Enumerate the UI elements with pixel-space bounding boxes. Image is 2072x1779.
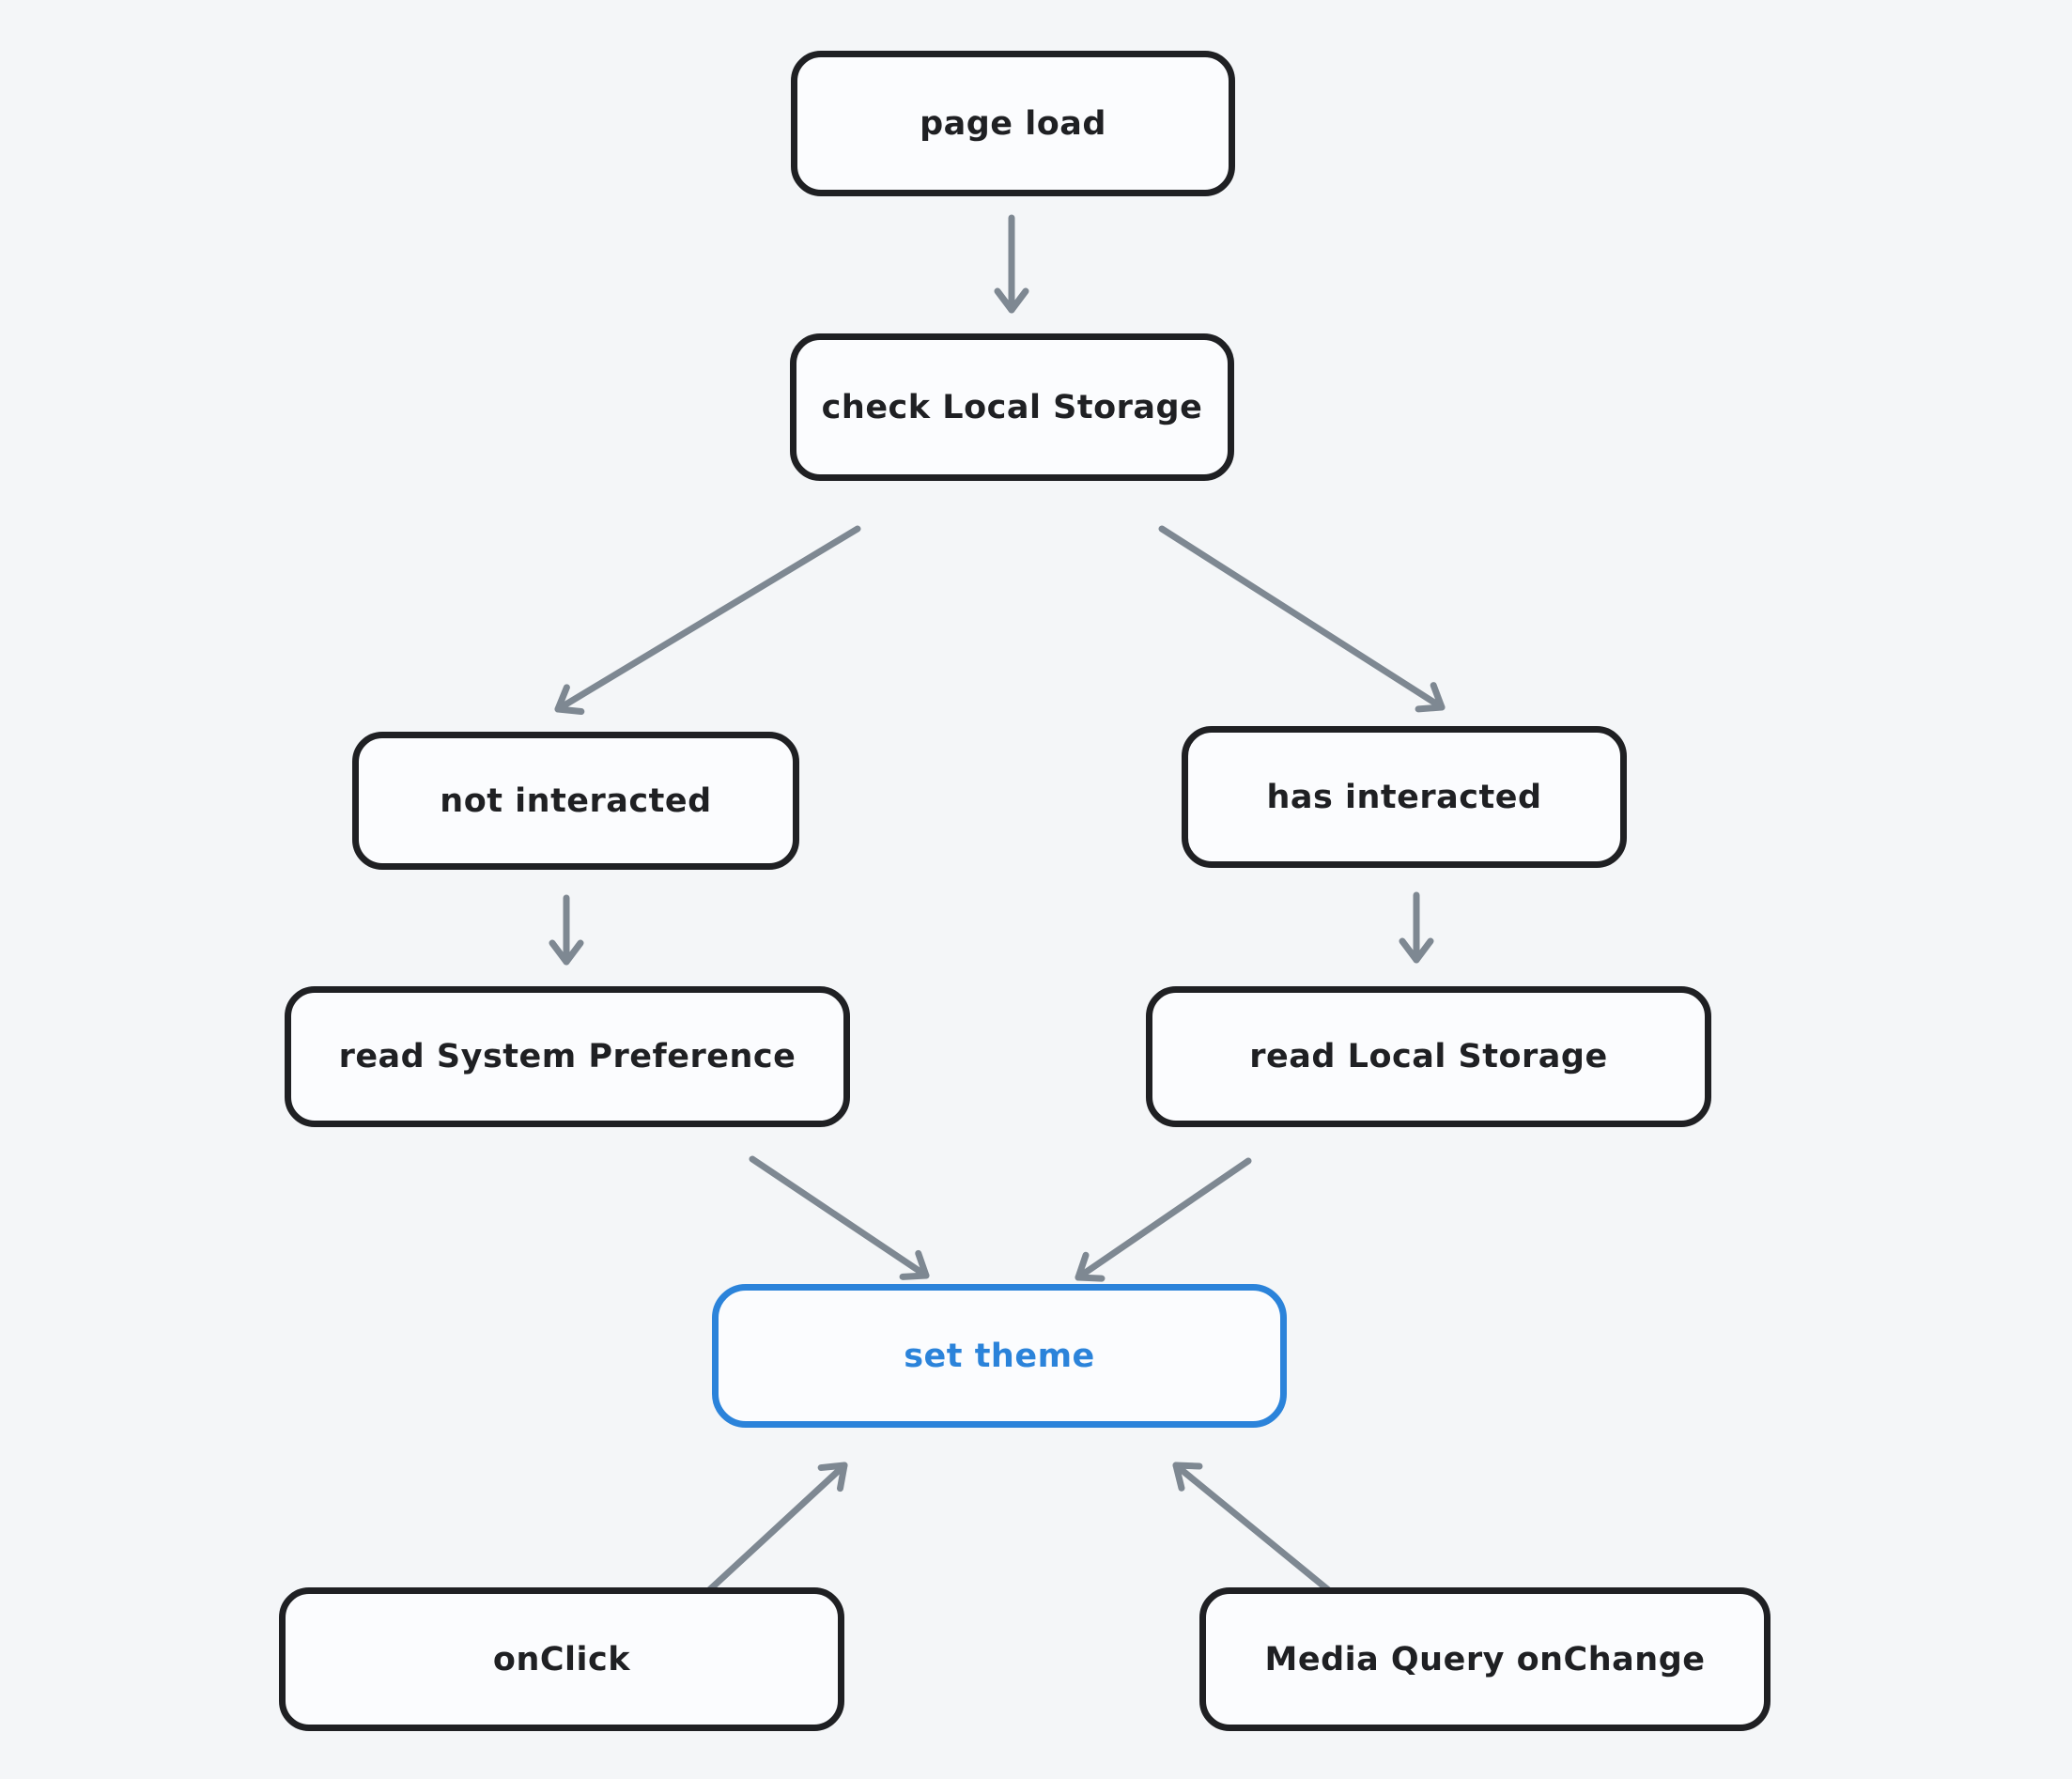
node-onclick-label: onClick [492, 1640, 631, 1678]
node-read-system-preference-label: read System Preference [338, 1038, 796, 1075]
node-check-local-storage: check Local Storage [790, 333, 1234, 481]
node-page-load-label: page load [920, 104, 1106, 143]
node-onclick: onClick [279, 1587, 844, 1731]
node-set-theme-label: set theme [904, 1337, 1095, 1375]
edge-media-query-onchange-to-set-theme [1172, 1462, 1335, 1596]
node-set-theme: set theme [712, 1284, 1287, 1428]
edge-read-system-preference-to-set-theme [749, 1155, 930, 1280]
edge-check-local-storage-to-not-interacted [554, 525, 861, 716]
node-not-interacted: not interacted [352, 732, 799, 870]
node-media-query-onchange: Media Query onChange [1199, 1587, 1770, 1731]
node-check-local-storage-label: check Local Storage [821, 388, 1203, 426]
edge-read-local-storage-to-set-theme [1075, 1157, 1252, 1282]
node-has-interacted: has interacted [1182, 726, 1627, 868]
node-read-local-storage-label: read Local Storage [1249, 1038, 1608, 1075]
node-read-system-preference: read System Preference [285, 986, 850, 1127]
edge-check-local-storage-to-has-interacted [1158, 525, 1446, 713]
node-page-load: page load [791, 51, 1235, 196]
edge-onclick-to-set-theme [705, 1462, 848, 1594]
node-has-interacted-label: has interacted [1266, 778, 1542, 816]
node-media-query-onchange-label: Media Query onChange [1264, 1640, 1706, 1678]
node-not-interacted-label: not interacted [440, 781, 712, 820]
node-read-local-storage: read Local Storage [1146, 986, 1711, 1127]
